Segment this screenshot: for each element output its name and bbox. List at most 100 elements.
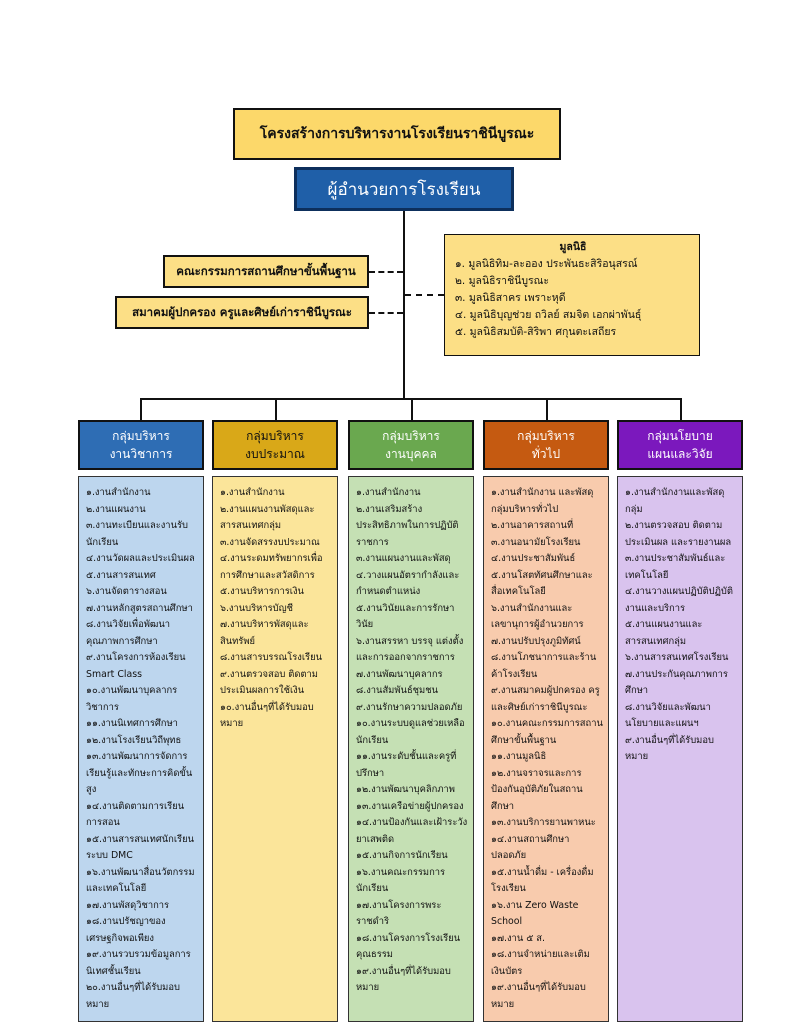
task-list: ๑.งานสำนักงาน๒.งานแผนงาน๓.งานทะเบียนและง…	[86, 485, 198, 1013]
group-header: กลุ่มบริหารงานวิชาการ	[78, 420, 204, 470]
task-item: ๑๗.งาน ๕ ส.	[491, 932, 545, 944]
group-header-line: กลุ่มบริหาร	[112, 429, 170, 443]
task-item: ๕.งานสารสนเทศ	[86, 569, 156, 581]
task-item: ๗.งานพัฒนาบุคลากร	[356, 668, 443, 680]
group-task-list: ๑.งานสำนักงาน๒.งานเสริมสร้างประสิทธิภาพใ…	[348, 476, 474, 1022]
connector-board	[369, 271, 403, 273]
connector-group-4	[546, 398, 548, 420]
task-item: ๒๐.งานอื่นๆที่ได้รับมอบหมาย	[86, 982, 180, 1010]
group-header: กลุ่มนโยบายแผนและวิจัย	[617, 420, 743, 470]
task-item: ๑.งานสำนักงาน	[220, 487, 285, 498]
task-item: ๘.งานโภชนาการและร้านค้าโรงเรียน	[491, 652, 597, 680]
task-item: ๒.งานแผนงานพัสดุและสารสนเทศกลุ่ม	[220, 503, 315, 532]
director-box: ผู้อำนวยการโรงเรียน	[294, 167, 514, 211]
group-task-list: ๑.งานสำนักงาน และพัสดุกลุ่มบริหารทั่วไป๒…	[483, 476, 609, 1022]
task-item: ๒.งานแผนงาน	[86, 503, 146, 515]
foundations-box: มูลนิธิ ๑. มูลนิธิทิม-ละออง ประพันธะสิริ…	[444, 234, 700, 356]
task-item: ๑.งานสำนักงานและพัสดุกลุ่ม	[625, 487, 725, 515]
group-task-list: ๑.งานสำนักงาน๒.งานแผนงานพัสดุและสารสนเทศ…	[212, 476, 338, 1022]
task-item: ๙.งานโครงการห้องเรียน Smart Class	[86, 652, 186, 680]
task-item: ๗.งานหลักสูตรสถานศึกษา	[86, 602, 193, 614]
task-item: ๑๕.งานน้ำดื่ม - เครื่องดื่มโรงเรียน	[491, 866, 594, 895]
task-item: ๑๘.งานปรัชญาของเศรษฐกิจพอเพียง	[86, 916, 166, 944]
connector-group-2	[275, 398, 277, 420]
task-item: ๔.งานวางแผนปฏิบัติปฏิบัติงานและบริการ	[625, 586, 733, 614]
task-item: ๕.งานโสตทัศนศึกษาและสื่อเทคโนโลยี	[491, 569, 593, 598]
task-item: ๑๒.งานโรงเรียนวิถีพุทธ	[86, 734, 182, 746]
group-header-line: งานวิชาการ	[109, 447, 173, 461]
task-item: ๑๙.งานรวบรวมข้อมูลการนิเทศชั้นเรียน	[86, 949, 191, 977]
task-list: ๑.งานสำนักงาน และพัสดุกลุ่มบริหารทั่วไป๒…	[491, 485, 603, 1013]
task-item: ๖.งานบริหารบัญชี	[220, 602, 293, 614]
task-item: ๗.งานประกันคุณภาพการศึกษา	[625, 668, 728, 697]
foundation-item: ๒. มูลนิธิราชินีบูรณะ	[455, 275, 550, 287]
task-item: ๑๗.งานโครงการพระราชดำริ	[356, 899, 442, 928]
foundation-item: ๔. มูลนิธิบุญช่วย ถวิลย์ สมจิต เอกผ่าพัน…	[455, 309, 642, 321]
foundations-list: ๑. มูลนิธิทิม-ละออง ประพันธะสิริอนุสรณ์ …	[455, 256, 691, 341]
task-item: ๑๖.งานพัฒนาสื่อนวัตกรรมและเทคโนโลยี	[86, 866, 195, 895]
task-item: ๒.งานเสริมสร้างประสิทธิภาพในการปฏิบัติรา…	[356, 503, 459, 548]
task-item: ๑๘.งานจำหน่ายและเติมเงินบัตร	[491, 949, 590, 977]
task-item: ๖.งานสรรหา บรรจุ แต่งตั้งและการออกจากราช…	[356, 635, 464, 664]
task-item: ๓.งานทะเบียนและงานรับนักเรียน	[86, 520, 188, 548]
group-header-line: ทั่วไป	[531, 447, 561, 461]
task-item: ๘.งานวิจัยและพัฒนานโยบายและแผนฯ	[625, 701, 711, 730]
task-item: ๙.งานอื่นๆที่ได้รับมอบหมาย	[625, 734, 714, 763]
board-box: คณะกรรมการสถานศึกษาขั้นพื้นฐาน	[163, 255, 369, 288]
task-item: ๑๔.งานติดตามการเรียนการสอน	[86, 800, 185, 829]
task-item: ๖.งานจัดตารางสอน	[86, 586, 167, 597]
task-item: ๗.งานปรับปรุงภูมิทัศน์	[491, 635, 581, 647]
task-item: ๑.งานสำนักงาน และพัสดุกลุ่มบริหารทั่วไป	[491, 487, 594, 515]
task-item: ๑๒.งานพัฒนาบุคลิกภาพ	[356, 784, 455, 795]
connector-vertical-main	[403, 211, 405, 399]
task-item: ๑๐.งานพัฒนาบุคลากรวิชาการ	[86, 685, 178, 713]
task-item: ๒.งานตรวจสอบ ติดตามประเมินผล และรายงานผล	[625, 520, 732, 548]
group-header-line: กลุ่มนโยบาย	[647, 429, 713, 443]
task-item: ๓.งานแผนงานและพัสดุ	[356, 553, 451, 564]
task-item: ๑๙.งานอื่นๆที่ได้รับมอบหมาย	[491, 982, 586, 1010]
group-task-list: ๑.งานสำนักงานและพัสดุกลุ่ม๒.งานตรวจสอบ ต…	[617, 476, 743, 1022]
task-item: ๑๓.งานบริการยานพาหนะ	[491, 817, 596, 828]
group-header: กลุ่มบริหารทั่วไป	[483, 420, 609, 470]
task-item: ๕.งานแผนงานและสารสนเทศกลุ่ม	[625, 619, 703, 647]
task-list: ๑.งานสำนักงาน๒.งานแผนงานพัสดุและสารสนเทศ…	[220, 485, 332, 733]
connector-group-1	[140, 398, 142, 420]
task-item: ๑.งานสำนักงาน	[86, 487, 151, 498]
connector-group-5	[680, 398, 682, 420]
task-item: ๔.งานวัดผลและประเมินผล	[86, 553, 195, 564]
group-header-line: แผนและวิจัย	[647, 447, 713, 461]
task-item: ๙.งานรักษาความปลอดภัย	[356, 701, 463, 713]
task-item: ๑๔.งานสถานศึกษาปลอดภัย	[491, 833, 570, 862]
task-item: ๑๔.งานป้องกันและเฝ้าระวังยาเสพติด	[356, 817, 468, 845]
task-item: ๑๑.งานมูลนิธิ	[491, 751, 547, 762]
task-item: ๑๓.งานพัฒนาการจัดการเรียนรู้และทักษะการค…	[86, 751, 193, 795]
task-list: ๑.งานสำนักงาน๒.งานเสริมสร้างประสิทธิภาพใ…	[356, 485, 468, 997]
group-header-line: กลุ่มบริหาร	[246, 429, 304, 443]
task-item: ๑๕.งานสารสนเทศนักเรียนระบบ DMC	[86, 833, 194, 862]
task-item: ๓.งานอนามัยโรงเรียน	[491, 536, 581, 548]
foundation-item: ๑. มูลนิธิทิม-ละออง ประพันธะสิริอนุสรณ์	[455, 258, 638, 270]
task-item: ๑๑.งานนิเทศการศึกษา	[86, 718, 178, 729]
task-item: ๑๓.งานเครือข่ายผู้ปกครอง	[356, 800, 464, 812]
task-item: ๓.งานจัดสรรงบประมาณ	[220, 536, 320, 548]
connector-group-3	[411, 398, 413, 420]
connector-association	[369, 312, 403, 314]
foundation-item: ๕. มูลนิธิสมบัติ-สิริพา ศกุนตะเสถียร	[455, 326, 617, 338]
association-box: สมาคมผู้ปกครอง ครูและศิษย์เก่าราชินีบูรณ…	[115, 296, 369, 329]
task-item: ๔.งานประชาสัมพันธ์	[491, 553, 576, 564]
task-item: ๘.งานวิจัยเพื่อพัฒนาคุณภาพการศึกษา	[86, 619, 171, 647]
group-header: กลุ่มบริหารงบประมาณ	[212, 420, 338, 470]
chart-title: โครงสร้างการบริหารงานโรงเรียนราชินีบูรณะ	[233, 108, 561, 160]
foundations-title: มูลนิธิ	[559, 241, 587, 253]
task-item: ๘.งานสารบรรณโรงเรียน	[220, 652, 322, 663]
task-item: ๖.งานสำนักงานและเลขานุการผู้อำนวยการ	[491, 602, 584, 631]
task-item: ๑๒.งานจราจรและการป้องกันอุบัติภัยในสถานศ…	[491, 767, 583, 812]
group-header-line: กลุ่มบริหาร	[517, 429, 575, 443]
task-item: ๔.วางแผนอัตรากำลังและกำหนดตำแหน่ง	[356, 569, 460, 598]
group-header-line: งบประมาณ	[245, 447, 305, 461]
task-item: ๑๕.งานกิจการนักเรียน	[356, 850, 448, 861]
task-item: ๒.งานอาคารสถานที่	[491, 520, 574, 531]
task-item: ๑๖.งานคณะกรรมการนักเรียน	[356, 866, 446, 895]
task-item: ๑.งานสำนักงาน	[356, 487, 421, 498]
task-item: ๕.งานบริหารการเงิน	[220, 586, 304, 597]
